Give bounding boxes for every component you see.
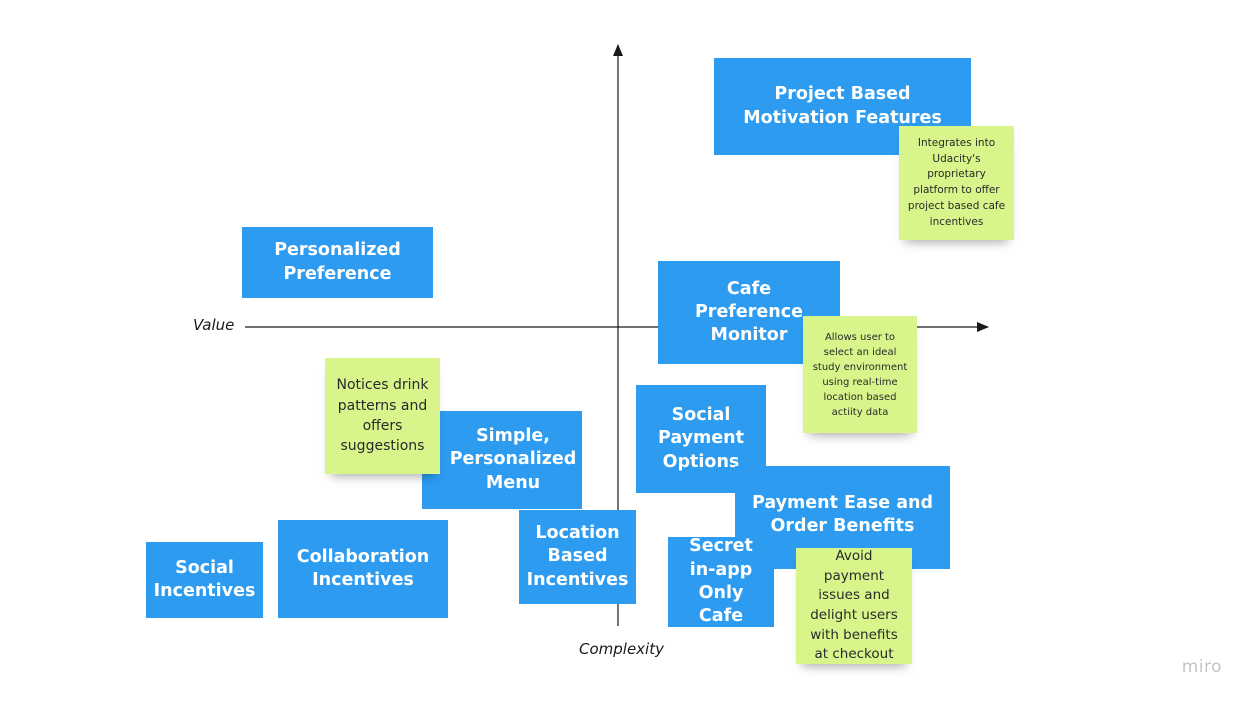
card-label: Location Based Incentives	[526, 523, 629, 590]
horizontal-axis-label: Value	[193, 316, 235, 334]
card-social-payment-options[interactable]: Social Payment Options	[636, 385, 766, 493]
card-location-based-incentives[interactable]: Location Based Incentives	[519, 510, 636, 604]
card-label: Cafe Preference Monitor	[694, 278, 803, 346]
card-personalized-preference[interactable]: Personalized Preference	[242, 227, 433, 298]
vertical-axis-label: Complexity	[579, 640, 664, 658]
card-secret-in-app-cafe[interactable]: Secret in-app Only Cafe	[668, 536, 774, 627]
card-label: Social Incentives	[153, 557, 256, 601]
card-label: Social Payment Options	[658, 405, 744, 472]
sticky-note-drink-patterns[interactable]: Notices drink patterns and offers sugges…	[325, 358, 440, 474]
card-social-incentives[interactable]: Social Incentives	[146, 542, 263, 618]
note-text: Avoid payment issues and delight users w…	[810, 548, 898, 663]
sticky-note-study-environment[interactable]: Allows user to select an ideal study env…	[803, 316, 917, 433]
sticky-note-payment-benefits[interactable]: Avoid payment issues and delight users w…	[796, 548, 912, 664]
note-text: Allows user to select an ideal study env…	[812, 331, 908, 418]
card-collaboration-incentives[interactable]: Collaboration Incentives	[278, 520, 448, 618]
note-text: Notices drink patterns and offers sugges…	[336, 377, 429, 455]
card-label: Personalized Preference	[274, 240, 401, 284]
card-label: Collaboration Incentives	[296, 546, 430, 590]
card-label: Simple, Personalized Menu	[449, 426, 577, 493]
card-label: Project Based Motivation Features	[743, 84, 942, 128]
miro-logo: miro	[1181, 657, 1222, 677]
sticky-note-udacity-integration[interactable]: Integrates into Udacity's proprietary pl…	[899, 126, 1014, 240]
note-text: Integrates into Udacity's proprietary pl…	[907, 136, 1006, 228]
card-label: Payment Ease and Order Benefits	[752, 493, 933, 537]
card-project-based-motivation[interactable]: Project Based Motivation Features	[714, 58, 971, 155]
card-label: Secret in-app Only Cafe	[689, 536, 753, 627]
card-simple-personalized-menu[interactable]: Simple, Personalized Menu	[422, 411, 582, 509]
